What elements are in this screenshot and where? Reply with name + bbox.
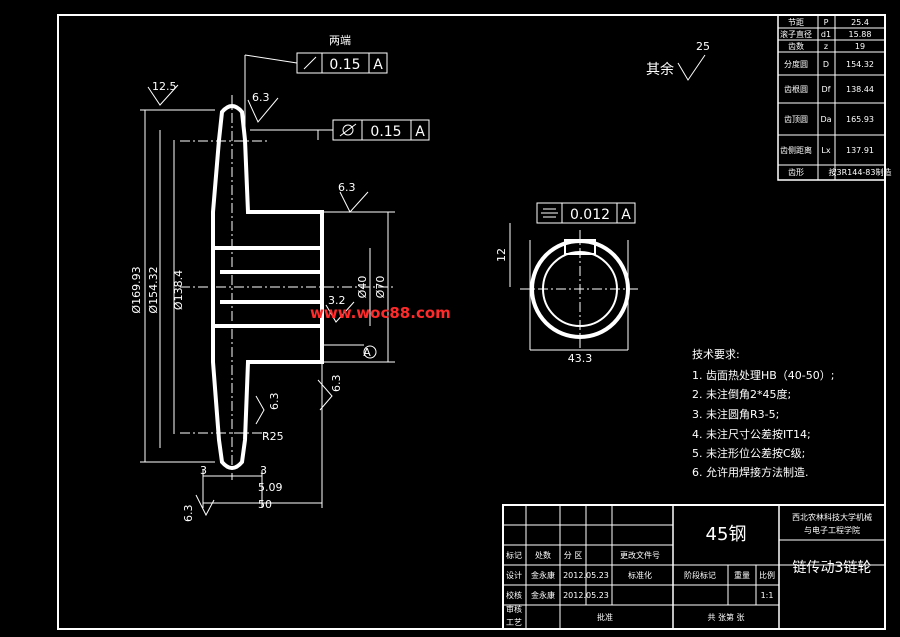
dim-d5: Ø40 [356, 276, 369, 299]
part-name: 链传动3链轮 [793, 560, 872, 576]
school-line2: 与电子工程学院 [804, 525, 860, 535]
sheets-label: 共 张第 张 [707, 612, 744, 622]
sprocket-section-view [211, 104, 324, 470]
others-roughness: 25 [696, 40, 710, 53]
dim-key-w: 12 [495, 248, 508, 262]
tech-item-4: 4. 未注尺寸公差按IT14; [692, 427, 811, 441]
param-val-0: 25.4 [851, 18, 869, 27]
title-block [502, 504, 886, 630]
section-centerlines [180, 95, 395, 480]
param-name-6: 齿侧距离 [780, 145, 812, 155]
surface-notes: 两端 其余 25 12.5 6.3 6.3 3.2 6.3 6.3 6.3 [147, 34, 710, 523]
designer2: 金永康 [531, 590, 555, 600]
runout2-value: 0.15 [370, 124, 401, 140]
param-name-7: 齿形 [788, 168, 804, 177]
watermark: www.woc88.com [310, 304, 451, 322]
scale-value: 1:1 [761, 591, 774, 600]
sym-value: 0.012 [570, 207, 610, 223]
param-name-3: 分度圆 [784, 59, 808, 69]
designer: 金永康 [531, 570, 555, 580]
param-sym-2: z [824, 42, 828, 51]
param-sym-6: Lx [821, 146, 830, 155]
param-name-5: 齿顶圆 [784, 115, 808, 124]
roughness-6-3-bottom: 6.3 [182, 505, 195, 523]
param-name-1: 滚子直径 [780, 29, 812, 39]
hub-end-view [509, 223, 640, 351]
dim-w3a: 3 [200, 464, 207, 477]
param-val-5: 165.93 [846, 115, 874, 124]
tech-requirements: 技术要求: 1. 齿面热处理HB（40-50）; 2. 未注倒角2*45度; 3… [692, 348, 834, 479]
review-label: 审核 [506, 604, 522, 614]
stage-label: 阶段标记 [684, 570, 716, 580]
dim-d1: Ø169.93 [130, 266, 143, 313]
design-label: 设计 [506, 570, 522, 580]
sym-datum: A [621, 207, 631, 223]
mark-label: 标记 [506, 550, 522, 560]
section-dimensions [140, 109, 395, 508]
param-val-1: 15.88 [849, 30, 872, 39]
std-label: 标准化 [628, 570, 652, 580]
roughness-6-3-top: 6.3 [252, 91, 270, 104]
param-name-0: 节距 [788, 18, 804, 27]
runout1-datum: A [373, 57, 383, 73]
param-val-2: 19 [855, 42, 865, 51]
tech-item-5: 5. 未注形位公差按C级; [692, 446, 805, 460]
school-line1: 西北农林科技大学机械 [792, 512, 872, 522]
dim-r25: R25 [262, 430, 284, 443]
dim-w509: 5.09 [258, 481, 283, 494]
param-sym-4: Df [822, 85, 831, 94]
param-sym-0: P [824, 18, 829, 27]
dim-key-h: 43.3 [568, 352, 593, 365]
tolerance-frames: 0.15 A 0.15 A 0.012 A [244, 52, 636, 224]
roughness-6-3-mid: 6.3 [338, 181, 356, 194]
scale-label: 比例 [759, 570, 775, 580]
runout2-datum: A [415, 124, 425, 140]
check-label: 校核 [506, 590, 522, 600]
runout1-value: 0.15 [329, 57, 360, 73]
zone-label: 分 区 [564, 551, 583, 560]
roughness-12-5: 12.5 [152, 80, 177, 93]
change-label: 更改文件号 [620, 550, 660, 560]
dim-datum: A [363, 346, 371, 359]
param-name-4: 齿根圆 [784, 84, 808, 94]
material: 45钢 [706, 524, 747, 545]
weight-label: 重量 [734, 570, 750, 580]
tech-title: 技术要求: [692, 348, 740, 361]
dim-d2: Ø154.32 [147, 266, 160, 313]
param-val-3: 154.32 [846, 60, 874, 69]
approve-label: 批准 [597, 612, 613, 622]
parameter-table: 节距 P 25.4 滚子直径 d1 15.88 齿数 z 19 分度圆 D 15… [777, 14, 892, 181]
param-sym-3: D [823, 60, 829, 69]
dim-w3b: 3 [260, 464, 267, 477]
roughness-6-3-low: 6.3 [330, 375, 343, 393]
others-label: 其余 [646, 61, 674, 78]
dim-d4: Ø70 [374, 276, 387, 299]
param-val-4: 138.44 [846, 85, 874, 94]
dim-w50: 50 [258, 498, 272, 511]
param-val-7: 按3R144-83制造 [829, 167, 892, 177]
param-sym-5: Da [820, 115, 831, 124]
param-name-2: 齿数 [788, 41, 804, 51]
tech-item-1: 1. 齿面热处理HB（40-50）; [692, 369, 834, 382]
both-sides-label: 两端 [329, 34, 351, 47]
tech-item-3: 3. 未注圆角R3-5; [692, 407, 779, 421]
dim-d3: Ø138.4 [172, 270, 185, 310]
drawing-frame [57, 14, 886, 630]
param-val-6: 137.91 [846, 146, 874, 155]
date1: 2012.05.23 [563, 571, 609, 580]
tech-item-6: 6. 允许用焊接方法制造. [692, 465, 809, 479]
craft-label: 工艺 [506, 618, 522, 627]
roughness-6-3-hub: 6.3 [268, 393, 281, 411]
date2: 2012.05.23 [563, 591, 609, 600]
roughness-3-2: 3.2 [328, 294, 346, 307]
param-sym-1: d1 [821, 30, 831, 39]
count-label: 处数 [535, 550, 551, 560]
tech-item-2: 2. 未注倒角2*45度; [692, 387, 791, 401]
